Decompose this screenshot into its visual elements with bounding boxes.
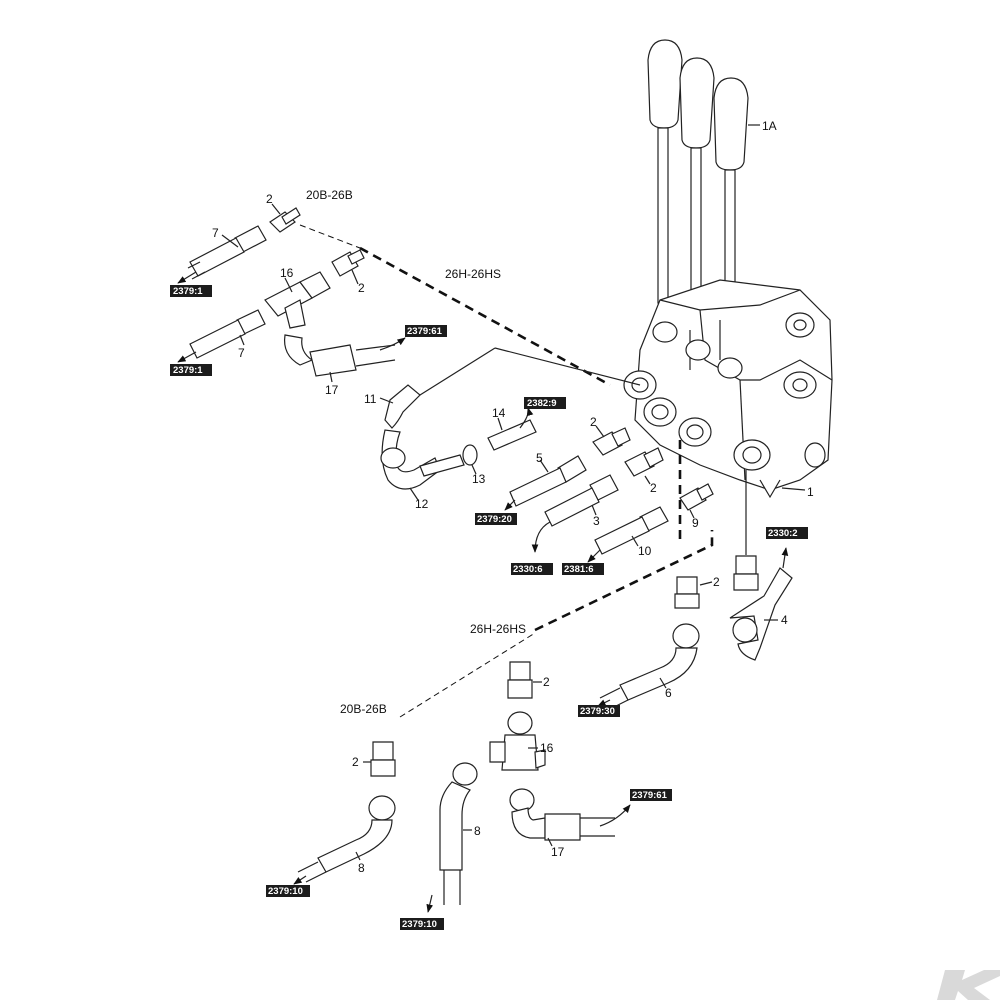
svg-text:2330:2: 2330:2 (768, 528, 798, 539)
adapter-9 (679, 483, 714, 511)
hose-10 (594, 506, 669, 555)
part-label-9: 9 (692, 516, 699, 530)
ref-badge-2382-9: 2382:9 (524, 397, 566, 409)
part-label-16-a: 16 (280, 266, 294, 280)
dashed-line-heavy-top (359, 246, 611, 387)
adapter-2-bottom-left (370, 741, 396, 777)
hose-7-lower (189, 309, 266, 359)
dashed-line-light-top (299, 224, 361, 249)
dashed-line-heavy-bottom (534, 530, 714, 632)
hose-17-bottom (509, 788, 615, 841)
tube-14 (487, 419, 537, 451)
part-label-8-a: 8 (474, 824, 481, 838)
part-label-2-a: 2 (266, 192, 273, 206)
tee-16-top (264, 271, 331, 329)
hose-4 (729, 567, 793, 661)
lever-handle-2 (679, 57, 715, 321)
adapter-2-center (592, 427, 631, 456)
part-label-4: 4 (781, 613, 788, 627)
adapter-2-mid-right (674, 576, 700, 609)
part-label-2-c: 2 (590, 415, 597, 429)
variant-label-light-top: 20B-26B (306, 188, 353, 202)
part-label-8-b: 8 (358, 861, 365, 875)
svg-text:2381:6: 2381:6 (564, 564, 594, 575)
part-label-1a: 1A (762, 119, 777, 133)
part-label-12: 12 (415, 497, 429, 511)
hose-5 (509, 455, 587, 507)
ref-badge-2379-61-b: 2379:61 (630, 789, 672, 801)
ref-badge-2379-1-b: 2379:1 (170, 364, 212, 376)
ref-badge-2330-2: 2330:2 (766, 527, 808, 539)
dashed-line-light-bottom (399, 632, 536, 718)
svg-text:2379:1: 2379:1 (173, 286, 203, 297)
lever-handle-1 (647, 39, 683, 304)
tee-16-bottom (489, 711, 546, 771)
adapter-2-right (733, 555, 759, 591)
svg-text:2379:30: 2379:30 (580, 706, 615, 717)
svg-text:2379:61: 2379:61 (407, 326, 443, 337)
part-label-7-b: 7 (238, 346, 245, 360)
part-label-5: 5 (536, 451, 543, 465)
hose-17-top (283, 334, 396, 377)
part-label-13: 13 (472, 472, 486, 486)
ref-badge-2379-10-b: 2379:10 (400, 918, 444, 930)
clamp-13 (462, 444, 478, 466)
part-label-2-b: 2 (358, 281, 365, 295)
adapter-2-top-left (269, 207, 301, 233)
ref-badge-2330-6: 2330:6 (511, 563, 553, 575)
ref-badge-2379-1-a: 2379:1 (170, 285, 212, 297)
svg-text:2379:10: 2379:10 (402, 919, 437, 930)
hose-8-center (439, 762, 478, 905)
hose-12 (380, 429, 465, 490)
part-label-3: 3 (593, 514, 600, 528)
part-label-2-g: 2 (352, 755, 359, 769)
label-1-group: 1 (781, 485, 814, 499)
label-1a-group: 1A (748, 119, 777, 133)
ref-badge-2379-61-a: 2379:61 (405, 325, 447, 337)
ref-badge-2379-30: 2379:30 (578, 705, 620, 717)
svg-text:2379:1: 2379:1 (173, 365, 203, 376)
variant-label-heavy-top: 26H-26HS (445, 267, 501, 281)
control-valve-assembly (623, 39, 833, 499)
hose-3 (544, 474, 619, 527)
part-label-10: 10 (638, 544, 652, 558)
part-label-2-e: 2 (713, 575, 720, 589)
part-label-17-b: 17 (551, 845, 565, 859)
svg-text:2379:20: 2379:20 (477, 514, 512, 525)
ref-badge-2379-10-a: 2379:10 (266, 885, 310, 897)
valve-body (623, 279, 833, 499)
part-label-2-f: 2 (543, 675, 550, 689)
part-label-17-a: 17 (325, 383, 339, 397)
adapter-2-bottom-center (507, 661, 533, 699)
part-label-7-a: 7 (212, 226, 219, 240)
svg-text:2379:10: 2379:10 (268, 886, 303, 897)
ref-badge-2379-20: 2379:20 (475, 513, 517, 525)
adapter-2-tee-right (331, 249, 365, 277)
part-label-11: 11 (364, 392, 377, 406)
hose-6 (599, 623, 700, 711)
variant-label-light-bottom: 20B-26B (340, 702, 387, 716)
k-brand-logo (937, 970, 1000, 1000)
hose-8-left (297, 795, 396, 883)
elbow-11 (384, 347, 641, 429)
part-label-6: 6 (665, 686, 672, 700)
part-label-1: 1 (807, 485, 814, 499)
part-label-16-b: 16 (540, 741, 554, 755)
hose-7-upper (187, 225, 267, 280)
lever-handle-3 (713, 77, 749, 341)
svg-text:2330:6: 2330:6 (513, 564, 543, 575)
variant-label-heavy-bottom: 26H-26HS (470, 622, 526, 636)
svg-text:2379:61: 2379:61 (632, 790, 668, 801)
adapter-2-lower-center (624, 447, 664, 477)
part-label-14: 14 (492, 406, 506, 420)
svg-text:2382:9: 2382:9 (527, 398, 557, 409)
part-label-2-d: 2 (650, 481, 657, 495)
ref-badge-2381-6: 2381:6 (562, 563, 604, 575)
